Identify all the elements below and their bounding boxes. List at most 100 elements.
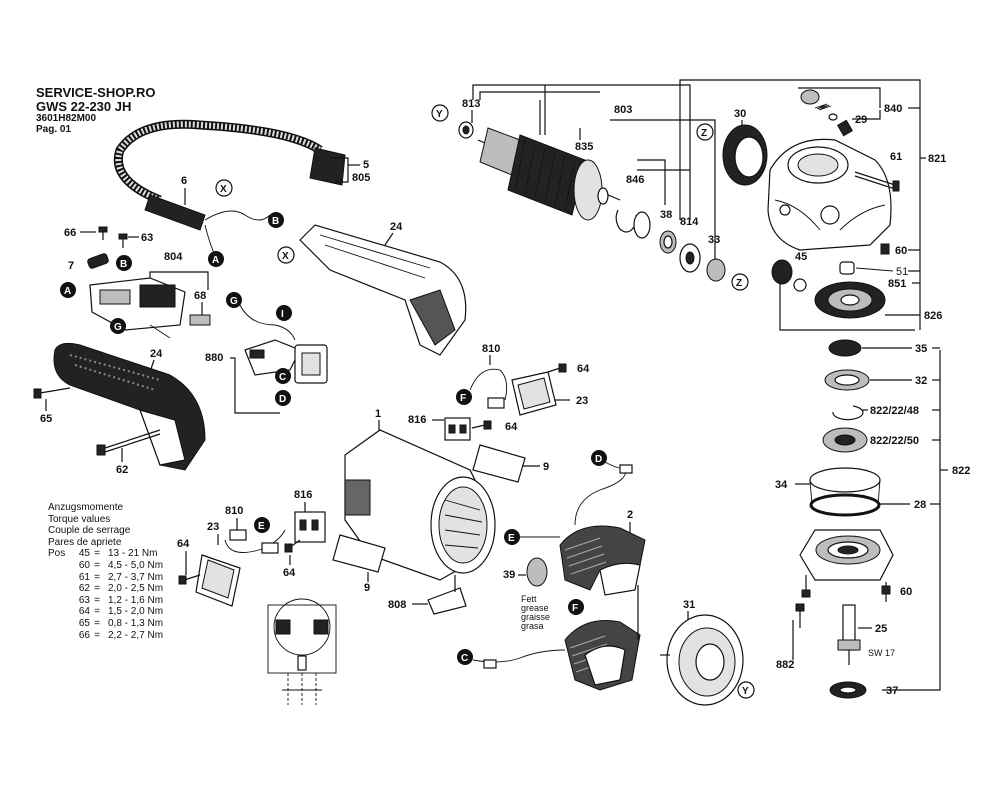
marker-c-label: C (461, 653, 468, 664)
label-816a: 816 (408, 414, 426, 426)
label-38: 38 (660, 209, 672, 221)
clamp-7 (87, 253, 109, 269)
pinion-33 (706, 258, 726, 282)
label-5: 5 (363, 159, 369, 171)
pin-29 (836, 119, 854, 137)
torque-pos: 65 (78, 617, 90, 629)
label-51: 51 (896, 266, 908, 278)
leader-line (472, 84, 691, 220)
bevel-gear-30-face (734, 136, 764, 178)
leader-line (852, 110, 881, 120)
marker-z-label: Z (736, 278, 742, 289)
label-29: 29 (855, 114, 867, 126)
leader-line (679, 79, 921, 330)
label-64c: 64 (177, 538, 190, 550)
nut-35 (828, 339, 862, 357)
label-2: 2 (627, 509, 633, 521)
terminal-23b (195, 554, 241, 607)
marker-d (591, 450, 607, 466)
torque-table: Anzugsmomente Torque values Couple de se… (48, 502, 163, 641)
bearing-814-bore (685, 251, 695, 265)
screw-61 (854, 171, 896, 186)
shop-title: SERVICE-SHOP.RO (36, 85, 156, 100)
ring-38-hole (663, 235, 673, 249)
nut-45 (793, 278, 807, 292)
handle-24 (53, 342, 206, 471)
screw-62-head (96, 444, 106, 456)
grease-note-es: grasa (521, 621, 544, 631)
torque-title-en: Torque values (48, 513, 111, 525)
marker-e (254, 517, 270, 533)
marker-b (268, 212, 284, 228)
wire-d (574, 461, 627, 526)
leader-line (798, 87, 881, 108)
screw-882b-head (795, 603, 805, 612)
marker-f (568, 599, 584, 615)
brush-holder-816b (294, 511, 326, 543)
bushing-51 (839, 261, 855, 275)
screw-60 (880, 243, 890, 255)
marker-b (116, 255, 132, 271)
marker-a (208, 251, 224, 267)
torque-value: 2,7 - 3,7 Nm (108, 571, 164, 583)
label-813: 813 (462, 98, 480, 110)
screw-65-head (33, 388, 42, 399)
label-882: 882 (776, 659, 794, 671)
label-821: 821 (928, 153, 946, 165)
label-65: 65 (40, 413, 52, 425)
housing-shell-24 (299, 224, 467, 356)
marker-c-label: C (279, 372, 286, 383)
torque-row: 66=2,2 - 2,7 Nm (48, 630, 163, 642)
screw-882-head (801, 589, 811, 598)
flange-37-hole (839, 686, 857, 694)
screw-62 (104, 429, 161, 449)
screw-62-edge (104, 433, 161, 453)
leader-line (855, 267, 894, 272)
label-810a: 810 (482, 343, 500, 355)
cover-9a (472, 444, 526, 483)
label-32: 32 (915, 375, 927, 387)
circlip-822-48 (832, 405, 864, 421)
pinion-45 (771, 259, 793, 285)
brush-810c (261, 542, 279, 554)
marker-g-label: G (114, 322, 122, 333)
power-cable (114, 119, 323, 205)
armature-835 (477, 127, 621, 221)
screw-61-head (892, 180, 900, 192)
label-822-22-50: 822/22/50 (870, 435, 919, 447)
part-number: 3601H82M00 (36, 113, 97, 124)
torque-title-es: Pares de apriete (48, 536, 122, 548)
marker-z (731, 273, 749, 291)
marker-y (737, 681, 755, 699)
torque-value: 1,2 - 1,6 Nm (108, 594, 164, 606)
marker-e (504, 529, 520, 545)
leader-line (882, 350, 941, 691)
cable-sleeve-6 (144, 194, 206, 231)
motor-housing-1 (344, 429, 496, 581)
screw-66-head (98, 226, 108, 233)
label-39: 39 (503, 569, 515, 581)
leader-line (610, 119, 716, 260)
marker-x-label: X (220, 184, 227, 195)
marker-f-label: F (572, 603, 578, 614)
label-64d: 64 (283, 567, 296, 579)
label-24a: 24 (390, 221, 403, 233)
leader-line (230, 357, 280, 414)
label-9b: 9 (364, 582, 370, 594)
torque-row: 63=1,2 - 1,6 Nm (48, 595, 163, 607)
brush-810b (229, 529, 247, 541)
marker-z-label: Z (701, 128, 707, 139)
label-37: 37 (886, 685, 898, 697)
leader-line (479, 91, 600, 100)
marker-g (110, 318, 126, 334)
gear-housing (767, 138, 892, 251)
torque-row: 62=2,0 - 2,5 Nm (48, 583, 163, 595)
marker-f (456, 389, 472, 405)
label-60a: 60 (895, 245, 907, 257)
label-9a: 9 (543, 461, 549, 473)
label-880: 880 (205, 352, 223, 364)
marker-y-label: Y (742, 686, 749, 697)
marker-g-label: G (230, 296, 238, 307)
